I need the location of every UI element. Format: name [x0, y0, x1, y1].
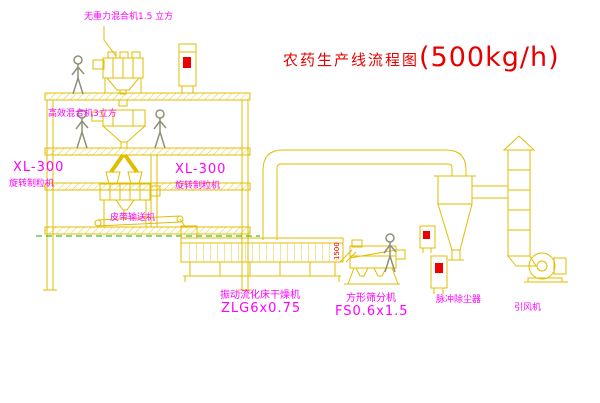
- control-cabinet-bottom: [430, 255, 448, 294]
- label-granulator-left-model: XL-300: [13, 160, 65, 175]
- granulator: [99, 171, 161, 227]
- label-granulator-center-model: XL-300: [175, 162, 227, 177]
- fluid-bed-dryer: [180, 225, 357, 282]
- title-capacity: (500kg/h): [419, 42, 560, 73]
- label-dryer-model: ZLG6x0.75: [221, 301, 302, 316]
- person-figure-1: [71, 55, 85, 95]
- label-dimension-1500: 1500: [333, 242, 341, 260]
- label-belt-conveyor: 皮带输送机: [110, 213, 156, 223]
- label-fan: 引风机: [514, 303, 542, 313]
- dust-collector-stack: [502, 135, 537, 267]
- title-text: 农药生产线流程图: [283, 51, 420, 69]
- person-figure-3: [153, 109, 167, 149]
- label-sieve-name: 方形筛分机: [346, 293, 396, 304]
- label-mixer-top: 无重力混合机1.5 立方: [84, 12, 174, 22]
- label-dryer-name: 振动流化床干燥机: [220, 290, 300, 301]
- person-figure-2: [75, 109, 89, 149]
- platform-structure: [43, 92, 252, 291]
- label-granulator-left-name: 旋转制粒机: [9, 179, 55, 189]
- person-figure-4: [383, 233, 397, 273]
- induced-draft-fan: [524, 252, 568, 283]
- label-dust-collector: 脉冲除尘器: [436, 295, 482, 305]
- square-sieve: [344, 239, 406, 285]
- control-cabinet-mid: [419, 225, 436, 253]
- mixer-top: [92, 51, 144, 95]
- label-mixer-mid: 高效混合机3立方: [48, 109, 117, 119]
- exhaust-duct: [262, 149, 467, 240]
- label-leader-line: [103, 26, 117, 57]
- mixer-cone: [91, 99, 147, 174]
- cyclone-separator: [434, 175, 508, 261]
- diagram-title: 农药生产线流程图 (500kg/h): [283, 42, 560, 73]
- label-sieve-model: FS0.6x1.5: [335, 304, 409, 319]
- label-granulator-center-name: 旋转制粒机: [175, 181, 221, 191]
- control-cabinet-top: [178, 43, 197, 93]
